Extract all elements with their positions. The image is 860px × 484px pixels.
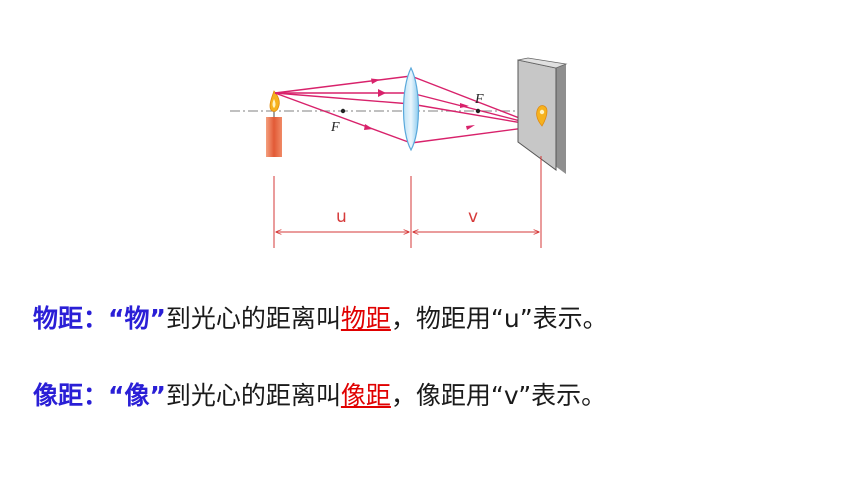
definition-answer: 物距 <box>340 304 391 333</box>
image-distance-definition: 像距：“像”到光心的距离叫像距，像距用“v”表示。 <box>33 380 606 412</box>
definition-term: 物距： <box>33 304 109 333</box>
definition-middle: 到光心的距离叫 <box>165 304 341 333</box>
definition-quoted: “物” <box>108 304 166 333</box>
definition-tail: ，物距用“u”表示。 <box>390 304 608 333</box>
v-distance-label: v <box>468 207 478 227</box>
definition-middle: 到光心的距离叫 <box>165 381 341 410</box>
u-distance-label: u <box>336 207 347 227</box>
distance-markers <box>273 156 542 248</box>
focal-point-right <box>475 108 481 114</box>
lens-imaging-diagram: F F u v <box>230 57 568 248</box>
candle-icon <box>266 90 282 157</box>
definition-answer: 像距 <box>340 381 391 410</box>
definition-tail: ，像距用“v”表示。 <box>390 381 607 410</box>
definition-quoted: “像” <box>108 381 166 410</box>
focal-point-left <box>340 108 346 114</box>
definition-term: 像距： <box>33 381 109 410</box>
focal-label-left: F <box>330 120 340 135</box>
ray-arrows <box>364 78 475 130</box>
convex-lens-icon <box>402 66 420 152</box>
image-flame-icon <box>536 105 548 127</box>
object-distance-definition: 物距：“物”到光心的距离叫物距，物距用“u”表示。 <box>33 303 608 335</box>
focal-label-right: F <box>474 92 484 107</box>
